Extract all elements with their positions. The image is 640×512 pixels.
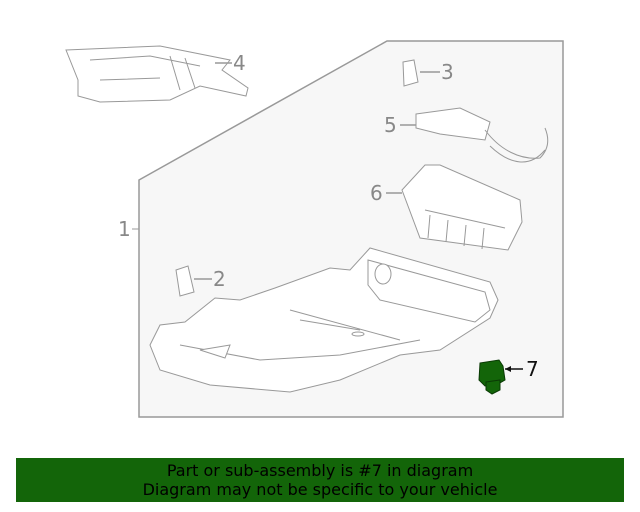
part-1-overhead-console <box>149 247 499 393</box>
part-2-clip <box>175 265 195 297</box>
banner-line-part: Part or sub-assembly is #7 in diagram <box>166 461 474 480</box>
callout-6: 6 <box>370 181 383 205</box>
callout-2: 2 <box>213 267 226 291</box>
callout-1: 1 <box>118 217 131 241</box>
callout-5: 5 <box>384 113 397 137</box>
callout-7: 7 <box>526 357 539 381</box>
part-7-highlighted <box>478 359 506 395</box>
part-3-clip <box>402 59 419 87</box>
banner-line-disclaimer: Diagram may not be specific to your vehi… <box>142 480 498 499</box>
part-5-harness <box>415 107 549 163</box>
callout-4: 4 <box>233 51 246 75</box>
part-6-module <box>401 164 523 251</box>
callout-3: 3 <box>441 60 454 84</box>
part-4-bracket <box>65 45 249 103</box>
part-info-banner: Part or sub-assembly is #7 in diagram Di… <box>16 458 624 502</box>
